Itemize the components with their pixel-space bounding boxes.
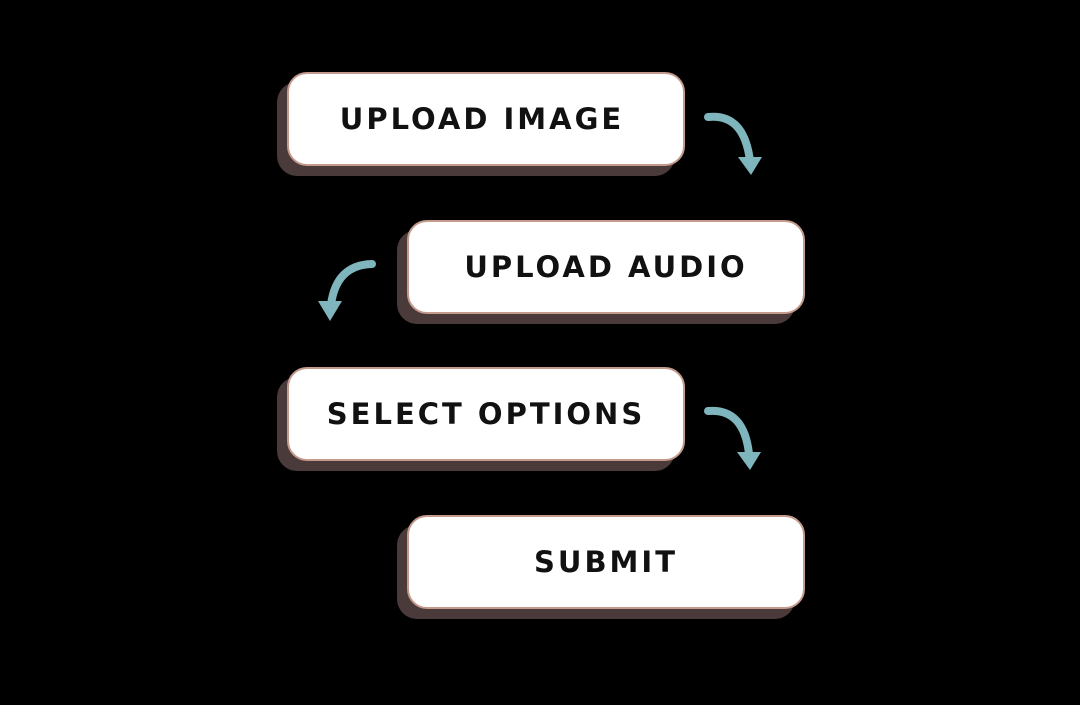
step-upload-image: UPLOAD IMAGE bbox=[277, 72, 685, 176]
step-upload-audio: UPLOAD AUDIO bbox=[397, 220, 805, 324]
step-box: SUBMIT bbox=[407, 515, 805, 609]
step-box: UPLOAD IMAGE bbox=[287, 72, 685, 166]
curved-arrow-icon bbox=[704, 112, 762, 175]
step-label: SUBMIT bbox=[534, 545, 678, 579]
curved-arrow-icon bbox=[318, 260, 376, 321]
step-label: SELECT OPTIONS bbox=[326, 397, 646, 431]
step-label: UPLOAD AUDIO bbox=[464, 250, 748, 284]
step-submit: SUBMIT bbox=[397, 515, 805, 619]
step-box: UPLOAD AUDIO bbox=[407, 220, 805, 314]
curved-arrow-icon bbox=[704, 406, 761, 470]
step-box: SELECT OPTIONS bbox=[287, 367, 685, 461]
step-label: UPLOAD IMAGE bbox=[339, 102, 625, 136]
step-select-options: SELECT OPTIONS bbox=[277, 367, 685, 471]
